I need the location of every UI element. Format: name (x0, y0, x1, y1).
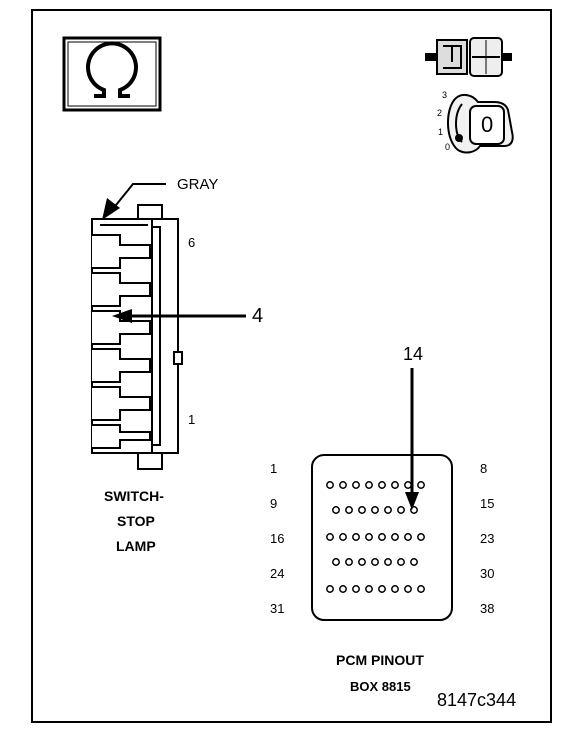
ignition-key-icon (447, 93, 514, 154)
figure-id: 8147c344 (437, 690, 517, 710)
pcm-pins (326, 481, 425, 593)
pcm-pin (358, 506, 366, 514)
pcm-pin (326, 533, 334, 541)
key-current-position: 0 (481, 112, 494, 137)
pcm-pin (365, 533, 373, 541)
key-position-0: 0 (445, 142, 451, 152)
pcm-pin (332, 558, 340, 566)
pcm-pin (352, 585, 360, 593)
pcm-pin (365, 481, 373, 489)
pcm-pin (417, 585, 425, 593)
pcm-pin (417, 533, 425, 541)
disconnect-connector-icon (425, 37, 512, 77)
pcm-row-label-right-1: 8 (480, 461, 488, 476)
pcm-row-label-left-1: 1 (270, 461, 278, 476)
pcm-pin (417, 481, 425, 489)
pcm-pin (345, 506, 353, 514)
pcm-pin (378, 533, 386, 541)
pcm-title-line1: PCM PINOUT (336, 652, 424, 668)
pcm-row-label-left-4: 24 (270, 566, 285, 581)
pcm-pin (404, 533, 412, 541)
connector-name-line1: SWITCH- (104, 488, 164, 504)
pcm-title-line2: BOX 8815 (350, 679, 411, 694)
wire-color-label: GRAY (177, 176, 219, 193)
pcm-pin (326, 481, 334, 489)
key-position-1: 1 (438, 127, 444, 137)
pcm-pin (404, 481, 412, 489)
ohmmeter-icon (62, 36, 162, 112)
pcm-pin (384, 506, 392, 514)
cavity-6-label: 6 (188, 235, 196, 250)
connector-name-line3: LAMP (116, 538, 156, 554)
pcm-row-label-right-3: 23 (480, 531, 495, 546)
pcm-pin (339, 585, 347, 593)
stop-lamp-switch-connector (91, 204, 183, 470)
pcm-pin (345, 558, 353, 566)
pcm-pin (371, 558, 379, 566)
connector-cavities (92, 234, 151, 449)
pcm-pin (326, 585, 334, 593)
pcm-connector (311, 454, 453, 621)
pcm-row-label-right-2: 15 (480, 496, 495, 511)
callout-4-label: 4 (252, 305, 264, 327)
pcm-pin (391, 533, 399, 541)
pcm-row-label-left-5: 31 (270, 601, 285, 616)
pcm-row-label-right-4: 30 (480, 566, 495, 581)
callout-14-arrow (405, 368, 419, 510)
pcm-pin (378, 481, 386, 489)
pcm-row-label-left-3: 16 (270, 531, 285, 546)
connector-name-line2: STOP (117, 513, 155, 529)
pcm-pin (378, 585, 386, 593)
key-position-3: 3 (442, 90, 448, 100)
cavity-1-label: 1 (188, 412, 196, 427)
pcm-pin (352, 533, 360, 541)
key-position-2: 2 (437, 108, 443, 118)
pcm-pin (384, 558, 392, 566)
pcm-pin (391, 481, 399, 489)
pcm-pin (339, 481, 347, 489)
pcm-pin (358, 558, 366, 566)
pcm-pin (371, 506, 379, 514)
pcm-pin (391, 585, 399, 593)
pcm-pin (365, 585, 373, 593)
gray-wire-leader (102, 183, 166, 220)
callout-14-label: 14 (403, 344, 424, 364)
pcm-row-label-right-5: 38 (480, 601, 495, 616)
callout-4-arrow (112, 309, 246, 323)
pcm-row-label-left-2: 9 (270, 496, 278, 511)
pcm-pin (404, 585, 412, 593)
figure-frame (31, 9, 552, 723)
pcm-pin (352, 481, 360, 489)
pcm-pin (397, 506, 405, 514)
pcm-pin (332, 506, 340, 514)
pcm-pin (339, 533, 347, 541)
pcm-pin (397, 558, 405, 566)
pcm-pin (410, 558, 418, 566)
